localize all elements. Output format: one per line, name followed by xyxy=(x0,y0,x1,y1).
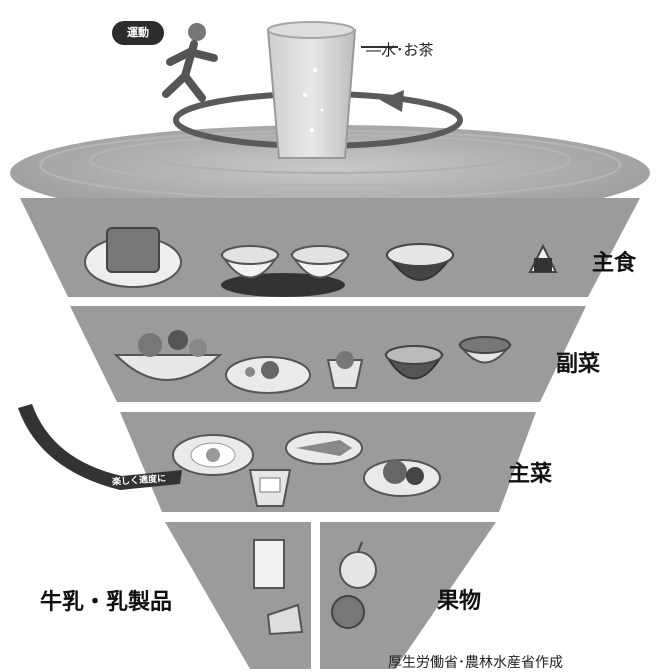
label-vegetables: 副菜 xyxy=(556,352,601,377)
runner-icon xyxy=(162,23,218,102)
water-glass-icon xyxy=(266,21,357,159)
band-vegetables xyxy=(70,306,586,402)
exercise-badge: 運動 xyxy=(112,21,164,45)
label-main-dish: 主菜 xyxy=(508,462,553,487)
meat-plate-icon xyxy=(363,459,441,497)
soup-bowl-icon xyxy=(384,345,444,380)
milk-glass-icon xyxy=(253,539,285,589)
small-bowl-icon xyxy=(458,336,512,364)
vegetable-plate-icon xyxy=(225,356,311,394)
snacks-ribbon xyxy=(18,404,182,490)
tofu-cup-icon xyxy=(248,469,292,507)
label-milk: 牛乳・乳製品 xyxy=(40,590,173,615)
band-milk xyxy=(165,522,311,669)
onigiri-icon xyxy=(528,243,558,273)
label-grains: 主食 xyxy=(592,251,637,276)
apple-icon xyxy=(339,541,377,589)
fish-plate-icon xyxy=(285,431,363,465)
side-cup-icon xyxy=(326,351,364,389)
credit-text: 厚生労働省･農林水産省作成 xyxy=(388,655,563,671)
cheese-icon xyxy=(266,603,304,636)
fried-egg-plate-icon xyxy=(172,434,254,476)
rice-bowls-icon xyxy=(220,245,350,297)
water-tea-label: ―水･お茶 xyxy=(366,41,434,59)
salad-bowl-icon xyxy=(113,330,223,381)
noodle-bowl-icon xyxy=(386,243,454,281)
toast-plate-icon xyxy=(84,227,182,288)
orange-icon xyxy=(331,595,365,629)
label-fruit: 果物 xyxy=(437,589,482,614)
